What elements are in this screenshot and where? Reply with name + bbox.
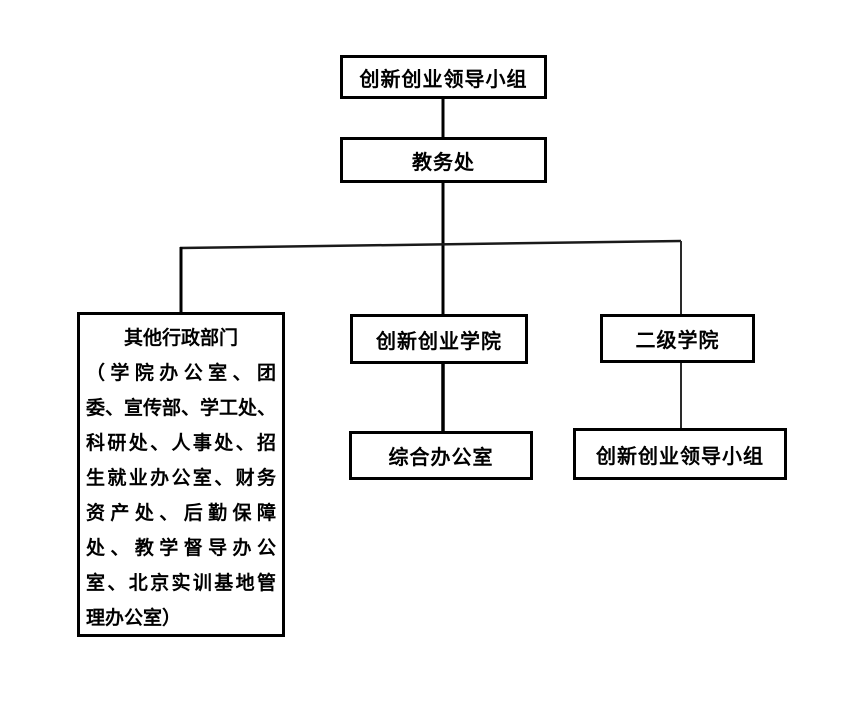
connector-branch-horizontal [179,239,682,250]
other-departments-line: （学院办公室、团 [86,363,276,384]
node-general-office-label: 综合办公室 [388,447,494,469]
node-secondary-colleges: 二级学院 [600,314,755,363]
node-academic-affairs-office-label: 教务处 [412,151,475,174]
other-departments-line: 科研处、人事处、招 [86,433,276,454]
node-innovation-leading-group-label: 创新创业领导小组 [359,68,528,91]
other-departments-line: 资产处、后勤保障 [86,503,276,524]
node-secondary-leading-group: 创新创业领导小组 [573,428,787,480]
other-departments-line: 其他行政部门 [123,328,238,349]
node-secondary-colleges-label: 二级学院 [635,330,720,352]
other-departments-line: 理办公室） [86,608,182,629]
other-departments-line: 处、教学督导办公 [86,538,276,559]
node-secondary-leading-group-label: 创新创业领导小组 [596,445,764,468]
node-academic-affairs-office: 教务处 [340,137,547,183]
node-general-office: 综合办公室 [349,431,533,480]
node-innovation-leading-group: 创新创业领导小组 [340,55,547,99]
node-innovation-college: 创新创业学院 [350,314,528,364]
node-innovation-college-label: 创新创业学院 [376,330,502,353]
other-departments-line: 委、宣传部、学工处、 [86,398,276,419]
node-other-admin-departments: 其他行政部门 （学院办公室、团 委、宣传部、学工处、 科研处、人事处、招 生就业… [77,312,285,637]
other-departments-line: 室、北京实训基地管 [86,573,276,594]
other-departments-line: 生就业办公室、财务 [86,468,276,489]
